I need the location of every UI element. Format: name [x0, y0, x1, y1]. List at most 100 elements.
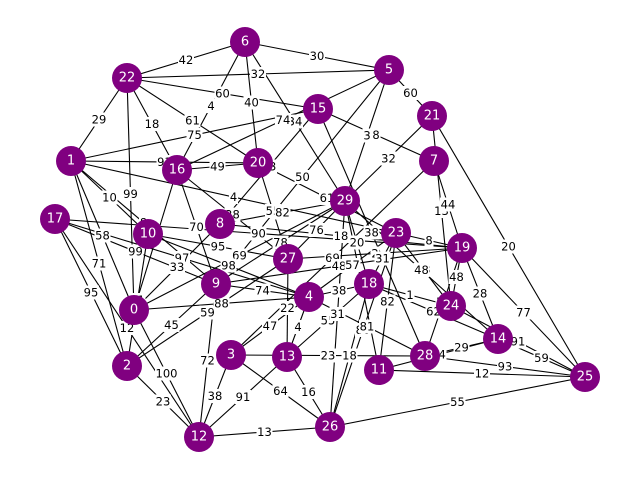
- node-label: 2: [123, 359, 131, 374]
- node-circle: [410, 341, 440, 371]
- edge-weight-label-group: 13: [256, 425, 273, 439]
- edge-weight-label-group: 31: [374, 251, 391, 266]
- node-5: 5: [374, 55, 404, 85]
- edge-weight-label-bg: [94, 228, 111, 243]
- node-18: 18: [354, 269, 384, 299]
- edge-weight-label: 31: [375, 252, 390, 266]
- node-circle: [417, 101, 447, 131]
- edge-weight-label-group: 10: [101, 190, 118, 205]
- edge-weight-label-bg: [510, 334, 526, 349]
- node-label: 20: [250, 156, 267, 171]
- edge-weight-label-bg: [207, 389, 223, 403]
- edge-weight-label-bg: [213, 296, 230, 311]
- edge-weight-label-bg: [272, 384, 289, 398]
- edge-weight-label-group: 61: [184, 113, 201, 128]
- edge-weight-label-bg: [515, 305, 532, 320]
- edge-weight-label: 45: [164, 318, 179, 332]
- edge-weight-label-group: 49: [209, 159, 226, 174]
- edge-weight-label: 31: [330, 307, 345, 321]
- edge-weight-label-bg: [235, 390, 251, 404]
- edge-weight-label: 4: [230, 190, 237, 204]
- edge-weight-label: 38: [332, 284, 347, 298]
- edge-weight-label: 77: [516, 306, 531, 320]
- edge-weight-label-group: 18: [333, 229, 349, 243]
- node-circle: [303, 94, 333, 124]
- edge-weight-label-group: 23: [155, 394, 171, 409]
- edge-weight-label-bg: [155, 394, 171, 409]
- edge-weight-label: 44: [441, 198, 456, 212]
- node-label: 23: [388, 226, 405, 241]
- edge-weight-label-group: 12: [474, 366, 490, 381]
- edge-weight-label-bg: [341, 348, 358, 363]
- edge-weight-label-group: 99: [122, 187, 139, 201]
- node-circle: [243, 148, 273, 178]
- node-circle: [205, 209, 235, 239]
- node-circle: [436, 291, 466, 321]
- edge-weight-label-group: 4: [206, 99, 216, 113]
- edge-weight-label-bg: [344, 258, 361, 272]
- node-circle: [273, 244, 303, 274]
- edge-weight-label-group: 50: [294, 170, 311, 184]
- edge-weight-label-group: 58: [94, 228, 111, 243]
- edge-weight-label-bg: [424, 233, 434, 248]
- edge-weight-label: 4: [294, 320, 301, 334]
- edge-weight-label-bg: [293, 320, 303, 334]
- edge-weight-label: 20: [350, 236, 365, 250]
- edge-weight-label-group: 74: [254, 283, 271, 298]
- node-21: 21: [417, 101, 447, 131]
- edge-weight-label-bg: [229, 190, 238, 204]
- node-label: 14: [490, 332, 507, 347]
- node-label: 15: [310, 102, 327, 117]
- edge-weight-label: 38: [208, 389, 223, 403]
- edge-weight-label-group: 22: [279, 301, 296, 315]
- edge-weight-label: 29: [92, 113, 107, 127]
- edge-weight-label: 81: [360, 320, 375, 334]
- edge-weight-label-group: 64: [272, 384, 289, 398]
- edge-weight-label-bg: [122, 187, 139, 201]
- node-circle: [56, 146, 86, 176]
- node-22: 22: [112, 63, 142, 93]
- node-23: 23: [381, 218, 411, 248]
- edge-weight-label: 64: [273, 384, 288, 398]
- edge-weight-label: 71: [92, 257, 107, 271]
- edge-weight-label: 90: [251, 227, 266, 241]
- edge-weight-label-group: 38: [207, 389, 223, 403]
- node-11: 11: [364, 355, 394, 385]
- edge-weight-label-group: 8: [371, 128, 381, 142]
- edge-weight-label-group: 95: [83, 285, 99, 300]
- edge-weight-label: 33: [170, 260, 185, 274]
- node-4: 4: [294, 282, 324, 312]
- edge-weight-label: 72: [200, 354, 215, 368]
- edge-weight-label: 38: [364, 226, 379, 240]
- edge-weight-label: 30: [310, 49, 325, 63]
- edge-weight-label-group: 76: [308, 223, 325, 237]
- edge-weight-label-bg: [262, 319, 278, 333]
- edge-weight-label-bg: [533, 351, 550, 365]
- edge-weight-label-group: 75: [186, 128, 203, 142]
- edge-weight-label-group: 82: [274, 205, 291, 220]
- edge-weight-label: 100: [156, 367, 178, 381]
- node-19: 19: [447, 233, 477, 263]
- node-circle: [119, 295, 149, 325]
- edge-weight-label-bg: [127, 244, 144, 259]
- edge-weight-label-group: 38: [331, 283, 347, 298]
- edge-weight-label-group: 48: [448, 270, 465, 284]
- nodes-layer: 0123456789101112131415161718192021222324…: [40, 27, 600, 452]
- node-6: 6: [230, 27, 260, 57]
- node-25: 25: [570, 362, 600, 392]
- edge-weight-label: 48: [449, 270, 464, 284]
- edge-weight-label: 98: [221, 259, 236, 273]
- edge-weight-label-group: 59: [533, 351, 550, 365]
- edge-weight-label: 23: [156, 395, 171, 409]
- node-27: 27: [273, 244, 303, 274]
- edge-weight-label: 42: [179, 53, 194, 67]
- edge-weight-label: 99: [123, 187, 138, 201]
- edge-weight-label-group: 70: [188, 220, 205, 234]
- node-label: 5: [385, 63, 393, 78]
- edge-weight-label-group: 16: [300, 385, 317, 399]
- node-0: 0: [119, 295, 149, 325]
- edge-weight-label-bg: [279, 301, 296, 315]
- node-label: 24: [443, 299, 460, 314]
- edge-weight-label-bg: [309, 49, 325, 63]
- edge-weight-label-bg: [199, 353, 216, 368]
